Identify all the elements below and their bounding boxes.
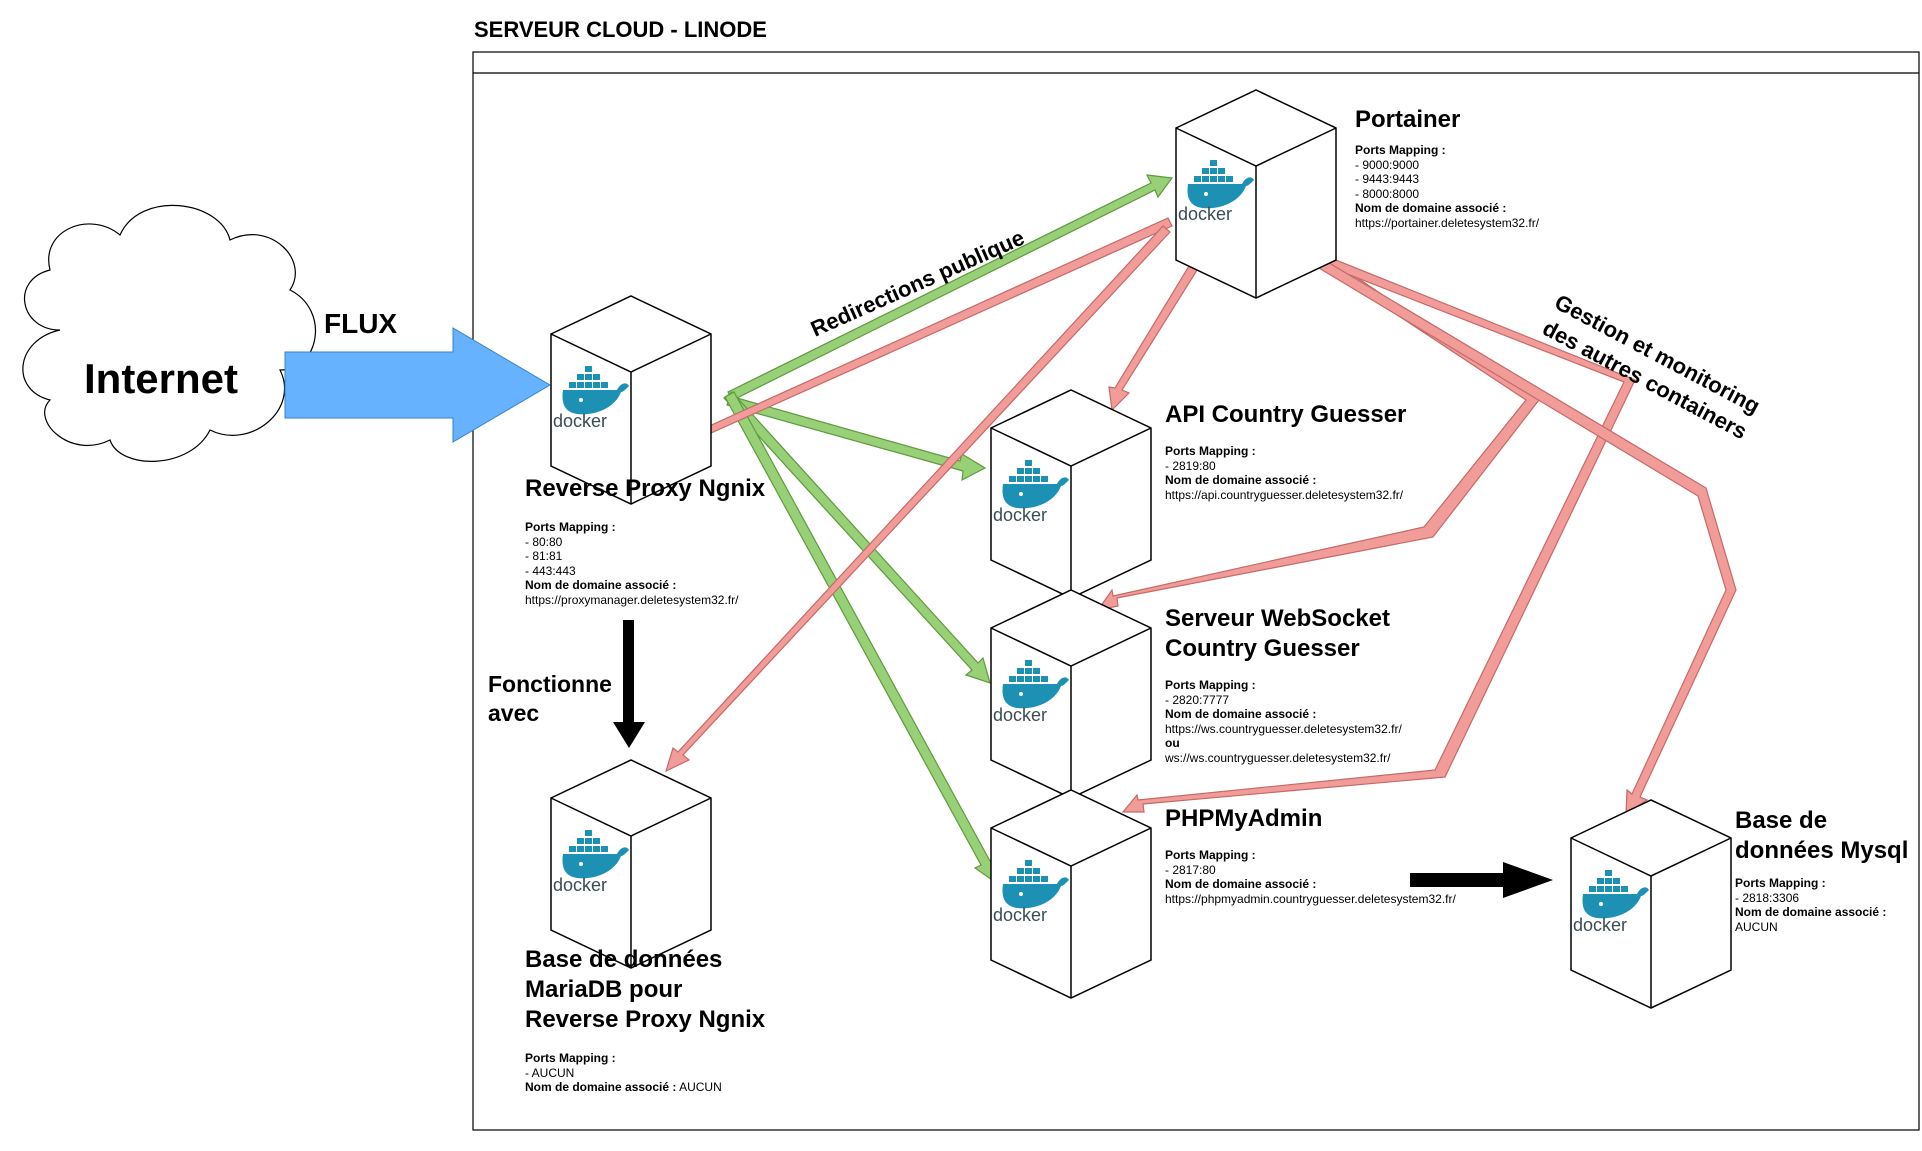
api-ports-label: Ports Mapping : bbox=[1165, 444, 1256, 458]
mariadb-domain: AUCUN bbox=[679, 1080, 722, 1094]
docker-cube-mariadb bbox=[550, 759, 712, 969]
mysql-info: Base de données Mysql Ports Mapping : - … bbox=[1735, 806, 1908, 934]
websocket-title-line2: Country Guesser bbox=[1165, 635, 1360, 662]
fonctionne-avec-label: Fonctionne avec bbox=[488, 670, 612, 728]
docker-logo-text: docker bbox=[553, 875, 607, 895]
websocket-domain-alt: ws://ws.countryguesser.deletesystem32.fr… bbox=[1165, 750, 1391, 765]
portainer-title: Portainer bbox=[1355, 106, 1461, 133]
docker-logo-text: docker bbox=[1573, 915, 1627, 935]
docker-logo-text: docker bbox=[1178, 204, 1232, 224]
phpmyadmin-to-mysql-arrow bbox=[1410, 862, 1553, 898]
mariadb-info: Base de données MariaDB pour Reverse Pro… bbox=[525, 945, 765, 1095]
websocket-title-line1: Serveur WebSocket bbox=[1165, 605, 1390, 632]
docker-cube-proxy bbox=[550, 295, 712, 505]
portainer-info: Portainer Ports Mapping : - 9000:9000 - … bbox=[1355, 105, 1539, 230]
portainer-ports-label: Ports Mapping : bbox=[1355, 143, 1446, 157]
proxy-port: - 81:81 bbox=[525, 549, 563, 563]
websocket-info: Serveur WebSocket Country Guesser Ports … bbox=[1165, 604, 1402, 765]
portainer-port: - 9000:9000 bbox=[1355, 157, 1420, 172]
mysql-title-line1: Base de bbox=[1735, 807, 1828, 834]
fonctionne-avec-arrow bbox=[613, 620, 645, 748]
proxy-info: Reverse Proxy Ngnix Ports Mapping : - 80… bbox=[525, 474, 765, 607]
docker-logo-text: docker bbox=[993, 505, 1047, 525]
internet-cloud bbox=[22, 204, 316, 462]
websocket-port: - 2820:7777 bbox=[1165, 692, 1230, 707]
docker-cube-portainer bbox=[1175, 89, 1337, 299]
phpmyadmin-ports-label: Ports Mapping : bbox=[1165, 848, 1256, 862]
mariadb-title-line1: Base de données bbox=[525, 946, 723, 973]
portainer-domain: https://portainer.deletesystem32.fr/ bbox=[1355, 215, 1540, 230]
proxy-port: - 443:443 bbox=[525, 563, 576, 578]
portainer-port: - 9443:9443 bbox=[1355, 172, 1420, 186]
fonctionne-avec-line2: avec bbox=[488, 700, 540, 726]
flux-arrow bbox=[284, 327, 551, 443]
docker-cube-api bbox=[990, 389, 1152, 599]
phpmyadmin-title: PHPMyAdmin bbox=[1165, 805, 1323, 832]
docker-logo-text: docker bbox=[993, 705, 1047, 725]
mariadb-port: - AUCUN bbox=[525, 1065, 575, 1080]
websocket-domain-label: Nom de domaine associé : bbox=[1165, 707, 1317, 721]
server-frame bbox=[472, 51, 1920, 1131]
websocket-domain: https://ws.countryguesser.deletesystem32… bbox=[1165, 721, 1402, 736]
mysql-domain: AUCUN bbox=[1735, 919, 1778, 934]
phpmyadmin-domain: https://phpmyadmin.countryguesser.delete… bbox=[1165, 891, 1456, 906]
proxy-domain-label: Nom de domaine associé : bbox=[525, 578, 677, 592]
mariadb-domain-label: Nom de domaine associé : bbox=[525, 1080, 677, 1094]
mysql-ports-label: Ports Mapping : bbox=[1735, 876, 1826, 890]
red-arrows bbox=[665, 217, 1737, 816]
websocket-ports-label: Ports Mapping : bbox=[1165, 678, 1256, 692]
mysql-domain-label: Nom de domaine associé : bbox=[1735, 905, 1887, 919]
portainer-port: - 8000:8000 bbox=[1355, 186, 1420, 201]
proxy-domain: https://proxymanager.deletesystem32.fr/ bbox=[525, 592, 739, 607]
api-title: API Country Guesser bbox=[1165, 401, 1407, 428]
proxy-port: - 80:80 bbox=[525, 534, 563, 549]
docker-cube-websocket bbox=[990, 589, 1152, 799]
mariadb-title-line3: Reverse Proxy Ngnix bbox=[525, 1006, 766, 1033]
server-title: SERVEUR CLOUD - LINODE bbox=[474, 17, 767, 42]
mysql-title-line2: données Mysql bbox=[1735, 837, 1909, 864]
api-info: API Country Guesser Ports Mapping : - 28… bbox=[1165, 400, 1406, 502]
phpmyadmin-info: PHPMyAdmin Ports Mapping : - 2817:80 Nom… bbox=[1165, 804, 1456, 906]
internet-label: Internet bbox=[84, 355, 239, 402]
phpmyadmin-port: - 2817:80 bbox=[1165, 862, 1216, 877]
proxy-title: Reverse Proxy Ngnix bbox=[525, 475, 766, 502]
green-arrows bbox=[723, 174, 1174, 884]
api-domain: https://api.countryguesser.deletesystem3… bbox=[1165, 487, 1404, 502]
api-port: - 2819:80 bbox=[1165, 458, 1216, 473]
portainer-domain-label: Nom de domaine associé : bbox=[1355, 201, 1507, 215]
redirections-label: Redirections publique bbox=[807, 225, 1028, 342]
proxy-ports-label: Ports Mapping : bbox=[525, 520, 616, 534]
mysql-port: - 2818:3306 bbox=[1735, 890, 1800, 905]
docker-cube-mysql bbox=[1570, 799, 1732, 1009]
docker-cube-phpmyadmin bbox=[990, 789, 1152, 999]
api-domain-label: Nom de domaine associé : bbox=[1165, 473, 1317, 487]
phpmyadmin-domain-label: Nom de domaine associé : bbox=[1165, 877, 1317, 891]
docker-logo-text: docker bbox=[993, 905, 1047, 925]
mariadb-title-line2: MariaDB pour bbox=[525, 976, 683, 1003]
docker-logo-text: docker bbox=[553, 411, 607, 431]
flux-label: FLUX bbox=[324, 308, 398, 339]
mariadb-ports-label: Ports Mapping : bbox=[525, 1051, 616, 1065]
websocket-or-label: ou bbox=[1165, 736, 1180, 750]
fonctionne-avec-line1: Fonctionne bbox=[488, 671, 612, 697]
